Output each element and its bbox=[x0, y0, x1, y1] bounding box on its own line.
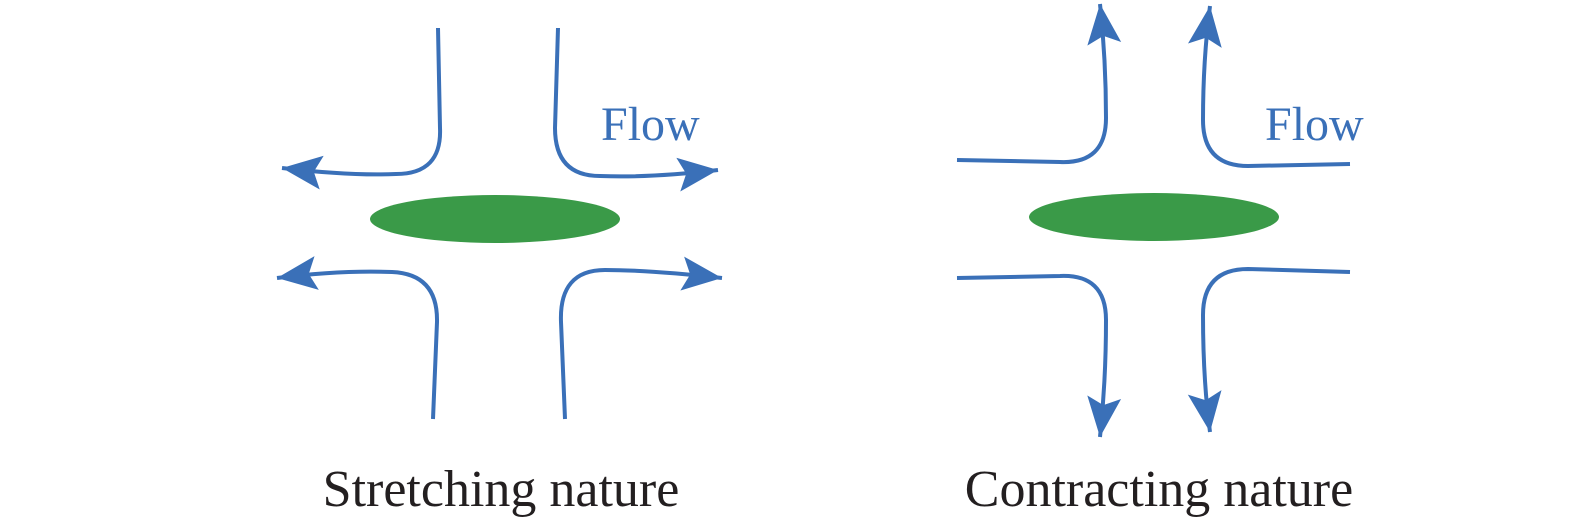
caption-stretching: Stretching nature bbox=[323, 461, 680, 518]
caption-contracting: Contracting nature bbox=[965, 461, 1353, 518]
particle-ellipse bbox=[370, 195, 620, 243]
flow-streamline-top-left bbox=[281, 27, 443, 190]
flow-label: Flow bbox=[1265, 98, 1364, 151]
flow-label: Flow bbox=[601, 98, 700, 151]
flow-streamline-top-left bbox=[956, 3, 1122, 165]
flow-streamline-top-right bbox=[1188, 5, 1351, 168]
flow-streamline-bottom-left bbox=[956, 273, 1122, 438]
flow-streamline-bottom-right bbox=[1187, 267, 1351, 433]
flow-streamline-bottom-left bbox=[276, 256, 440, 420]
flow-streamline-top-right bbox=[553, 27, 719, 192]
particle-ellipse bbox=[1029, 193, 1279, 241]
contracting-panel: Flow Contracting nature bbox=[956, 3, 1364, 518]
stretching-panel: Flow Stretching nature bbox=[276, 27, 723, 518]
flow-streamline-bottom-right bbox=[558, 256, 723, 420]
